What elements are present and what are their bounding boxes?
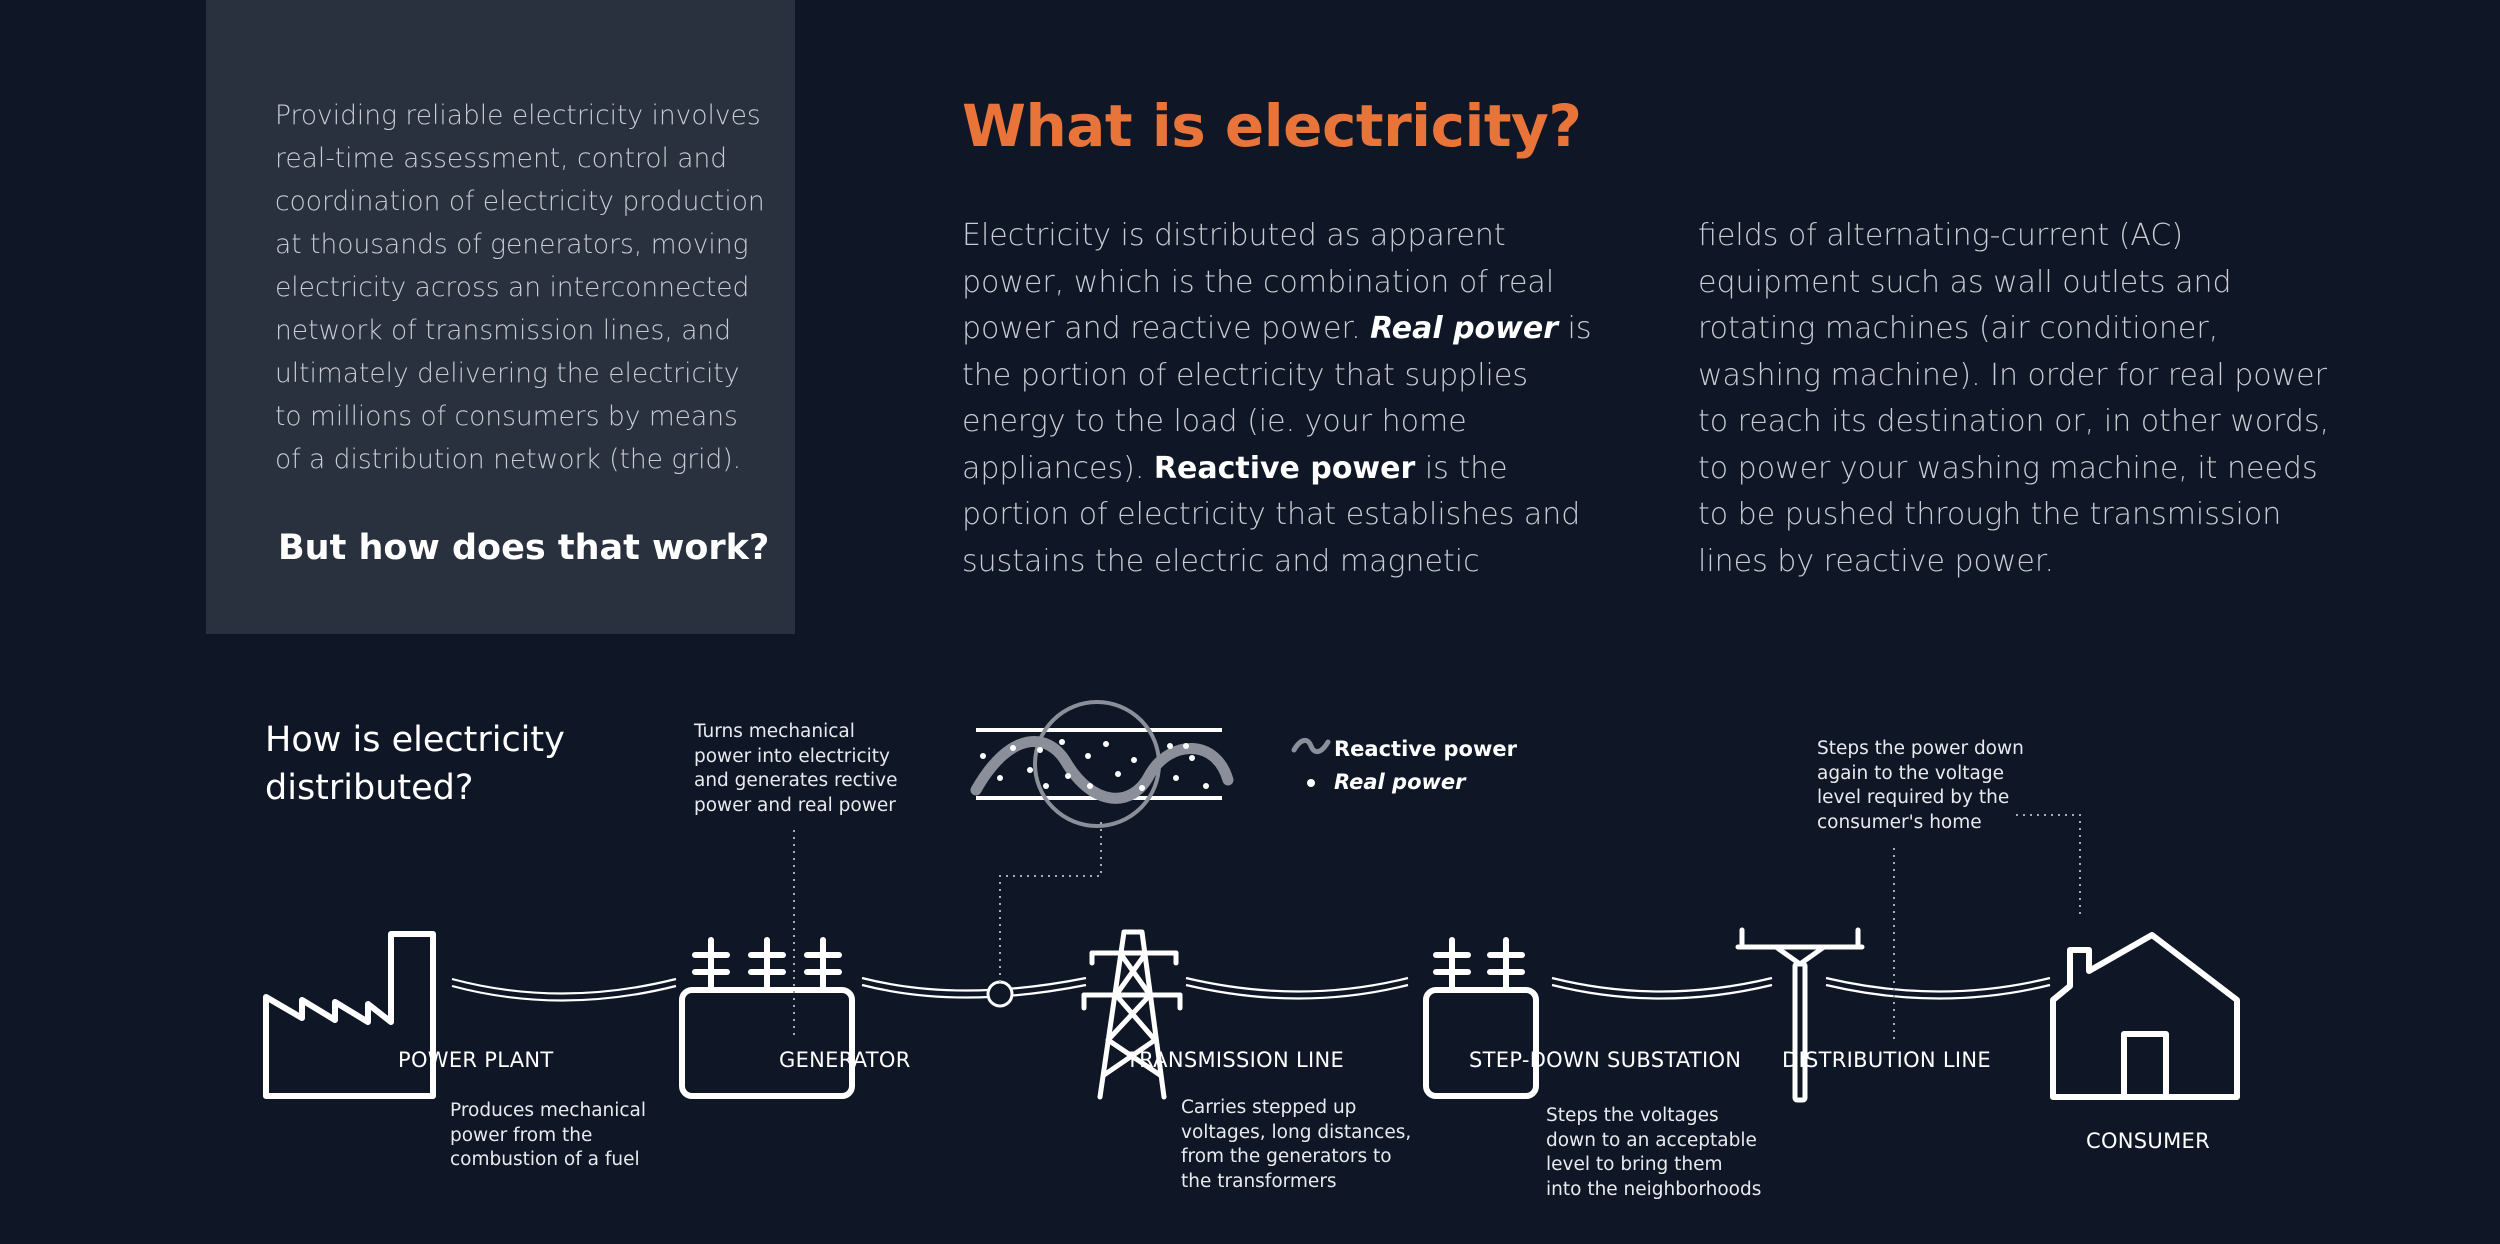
- wave-icon: [1288, 736, 1334, 761]
- label-consumer: CONSUMER: [2086, 1129, 2210, 1153]
- col1-text-3: is the portion of electricity that estab…: [962, 450, 1581, 579]
- body-column-1: Electricity is distributed as apparent p…: [962, 213, 1612, 585]
- term-real-power: Real power: [1370, 311, 1559, 346]
- generator-icon: [679, 937, 855, 1099]
- legend-reactive-power: Reactive power: [1288, 736, 1517, 761]
- col1-text-2: is the portion of electricity that suppl…: [962, 311, 1592, 486]
- diagram-title: How is electricity distributed?: [265, 720, 565, 808]
- intro-question: But how does that work?: [278, 528, 770, 568]
- dot-icon: [1288, 770, 1334, 794]
- legend-real-power: Real power: [1288, 770, 1466, 794]
- wires: [451, 976, 2051, 1002]
- label-generator: GENERATOR: [779, 1048, 911, 1072]
- label-step-down-substation: STEP-DOWN SUBSTATION: [1469, 1048, 1742, 1072]
- intro-panel: Providing reliable electricity involves …: [206, 0, 795, 634]
- page-title: What is electricity?: [962, 92, 1582, 160]
- substation-icon: [1423, 937, 1539, 1099]
- label-distribution-line: DISTRIBUTION LINE: [1782, 1048, 1991, 1072]
- label-transmission-line: TRANSMISSION LINE: [1126, 1048, 1345, 1072]
- magnifier-point: [986, 980, 1014, 1008]
- label-power-plant: POWER PLANT: [398, 1048, 554, 1072]
- note-distribution-line: Steps the power down again to the voltag…: [1817, 738, 2024, 833]
- note-transmission-line: Carries stepped up voltages, long distan…: [1181, 1097, 1412, 1192]
- intro-text: Providing reliable electricity involves …: [275, 100, 765, 475]
- term-reactive-power: Reactive power: [1153, 450, 1416, 486]
- legend-real-label: Real power: [1334, 770, 1466, 794]
- distribution-pole-icon: [1735, 927, 1865, 1103]
- note-generator: Turns mechanical power into electricity …: [694, 721, 898, 816]
- note-power-plant: Produces mechanical power from the combu…: [450, 1100, 647, 1170]
- transmission-tower-icon: [1081, 929, 1183, 1100]
- note-step-down-substation: Steps the voltages down to an acceptable…: [1546, 1105, 1762, 1200]
- leader-lines: [793, 814, 2081, 1040]
- body-column-2: fields of alternating-current (AC) equip…: [1698, 218, 2330, 579]
- house-icon: [2050, 932, 2240, 1100]
- col1-text-1: Electricity is distributed as apparent p…: [962, 218, 1555, 346]
- wave-magnifier-icon: [970, 700, 1234, 828]
- factory-icon: [263, 931, 436, 1099]
- legend-reactive-label: Reactive power: [1334, 736, 1517, 761]
